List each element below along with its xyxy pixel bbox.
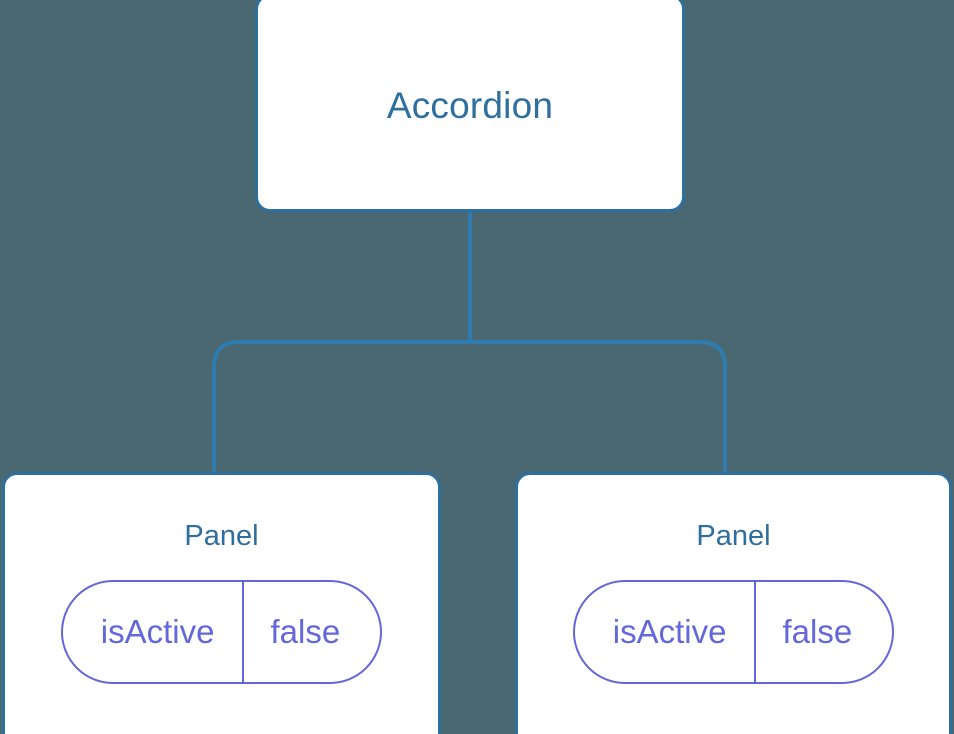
prop-key: isActive [100, 613, 215, 651]
prop-value: false [242, 581, 380, 682]
node-panel-left[interactable]: Panel isActive false [2, 472, 441, 734]
node-panel-right-title: Panel [696, 520, 771, 552]
prop-key: isActive [612, 613, 727, 651]
prop-pill-isactive-right[interactable]: isActive false [572, 579, 895, 684]
node-accordion-title: Accordion [386, 84, 554, 126]
node-panel-left-title: Panel [184, 520, 259, 552]
edge-to-panel-left [212, 340, 470, 478]
prop-value: false [754, 581, 892, 682]
edge-to-panel-right [470, 340, 727, 478]
prop-pill-isactive-left[interactable]: isActive false [60, 579, 383, 684]
node-panel-right[interactable]: Panel isActive false [515, 472, 952, 734]
node-accordion[interactable]: Accordion [255, 0, 685, 212]
